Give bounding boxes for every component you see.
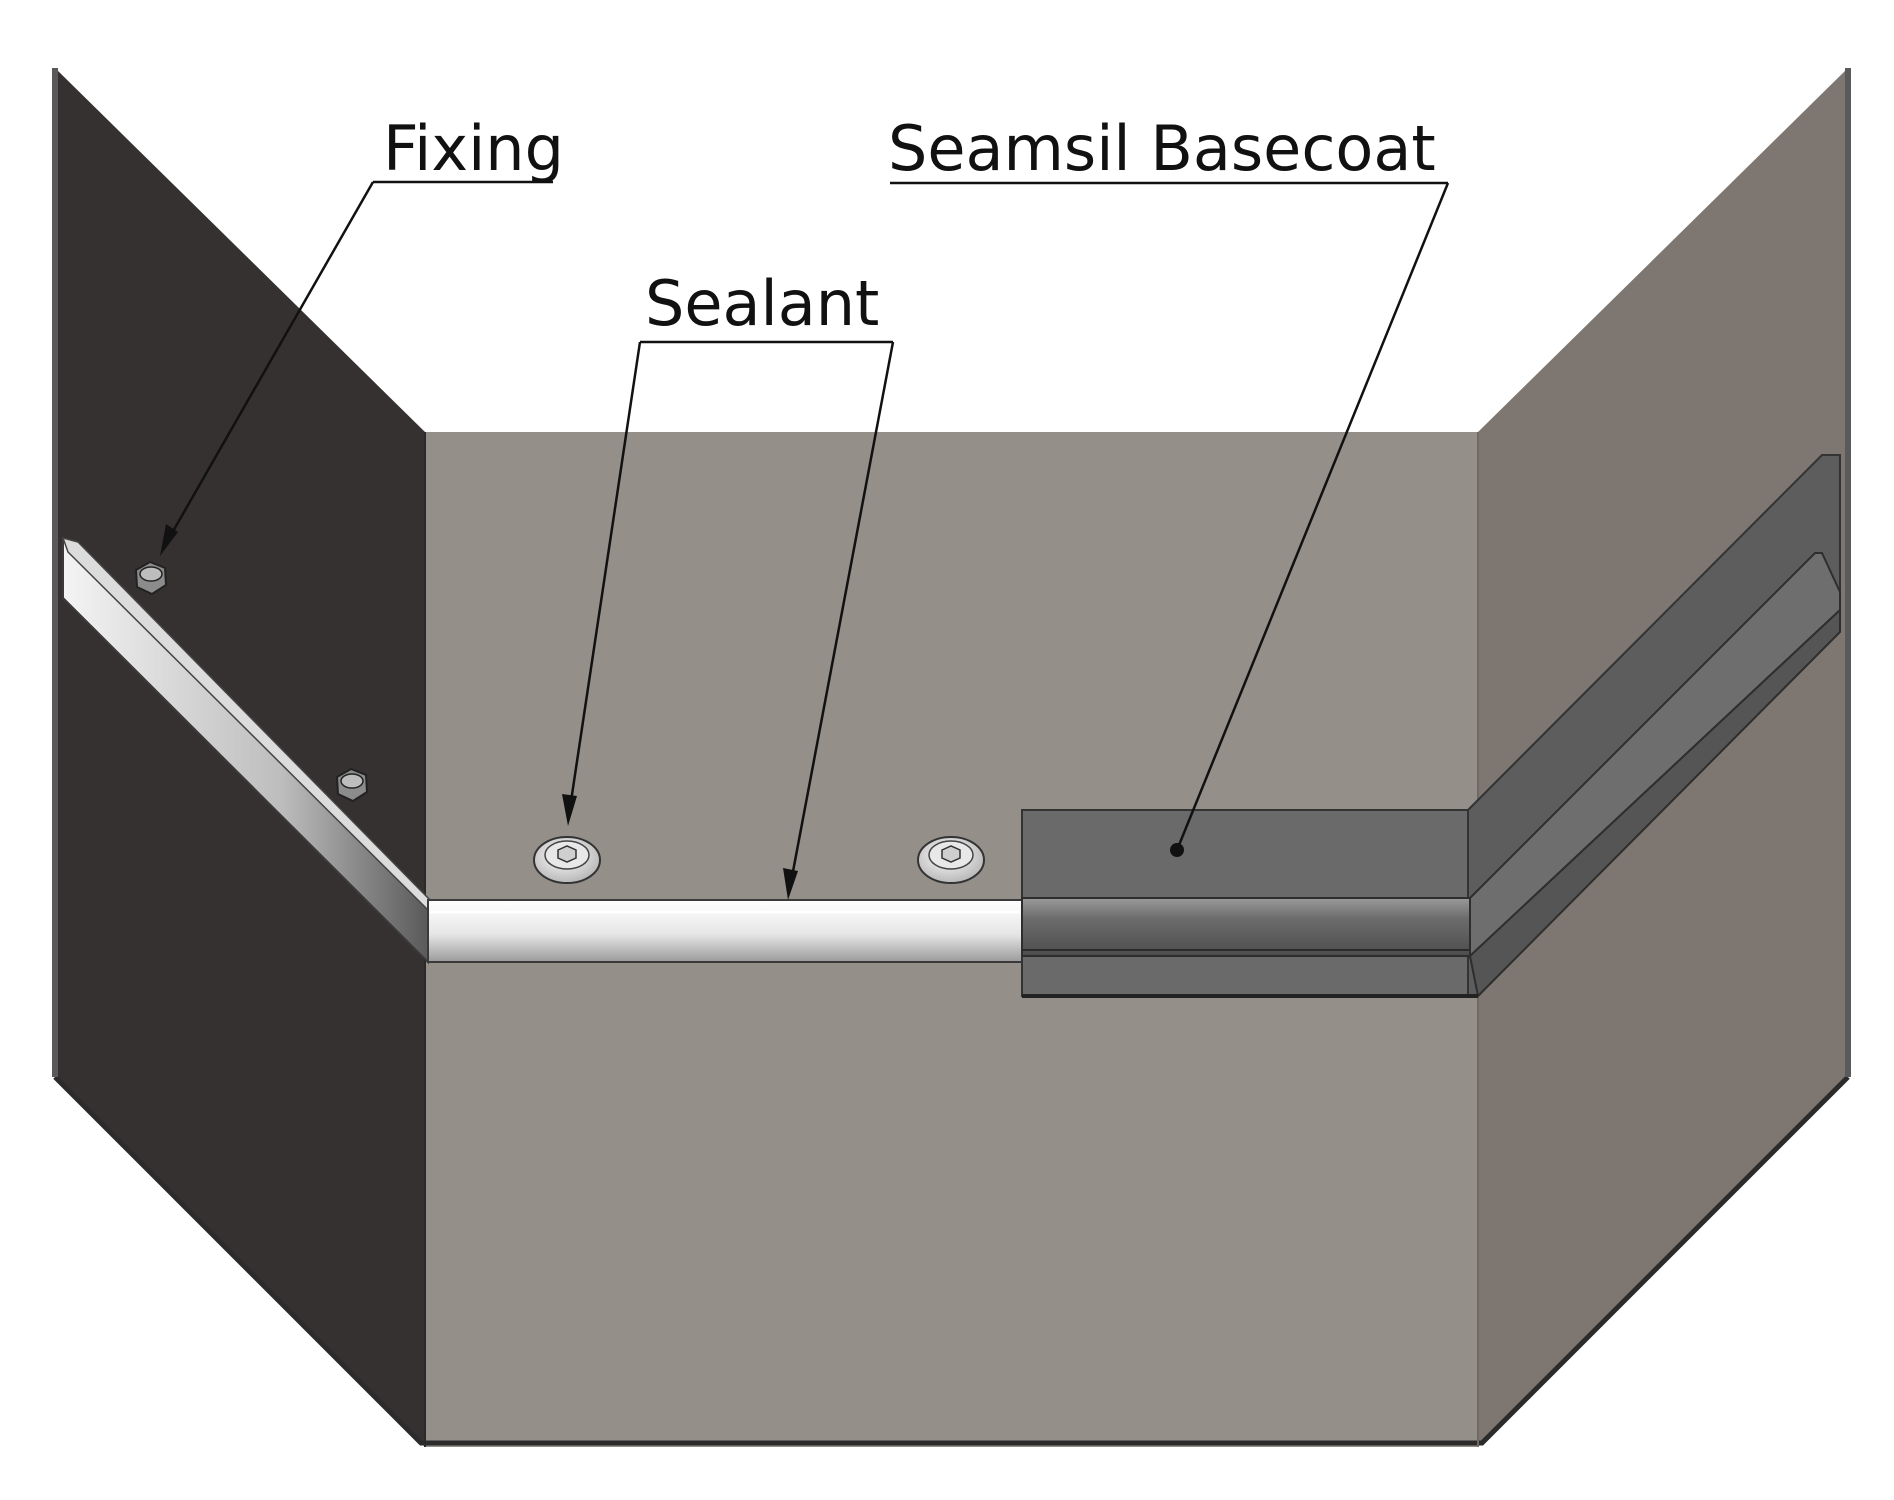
fixings (134, 560, 985, 884)
fixing-washer-1 (533, 836, 601, 884)
basecoat-leader (1175, 182, 1450, 851)
fixing-callout (160, 180, 553, 556)
sealant-arrowhead-2 (783, 868, 798, 900)
basecoat-bead-back (1021, 897, 1471, 957)
sealant-arrowhead-1 (562, 794, 577, 826)
fixing-label: Fixing (383, 112, 564, 185)
basecoat-dot (1170, 843, 1184, 857)
sealant-leader-2 (789, 341, 895, 883)
fixing-leader (166, 181, 375, 541)
sealant-label: Sealant (645, 267, 879, 340)
fixing-arrowhead (160, 524, 178, 556)
basecoat-label: Seamsil Basecoat (888, 112, 1436, 185)
fixing-bolt-1 (134, 560, 168, 596)
base-edge (53, 1075, 1850, 1446)
seamsil-basecoat (1021, 454, 1841, 999)
sealant-leader-1 (568, 341, 642, 809)
callouts (160, 180, 1450, 900)
fixing-washer-2 (917, 836, 985, 884)
basecoat-right-lower (1468, 607, 1841, 999)
basecoat-callout (890, 181, 1450, 857)
sealant-bead-back (427, 899, 1024, 963)
sealant-callout (562, 340, 895, 900)
fixing-bolt-2 (335, 767, 369, 803)
sealant-bead (61, 536, 1024, 965)
